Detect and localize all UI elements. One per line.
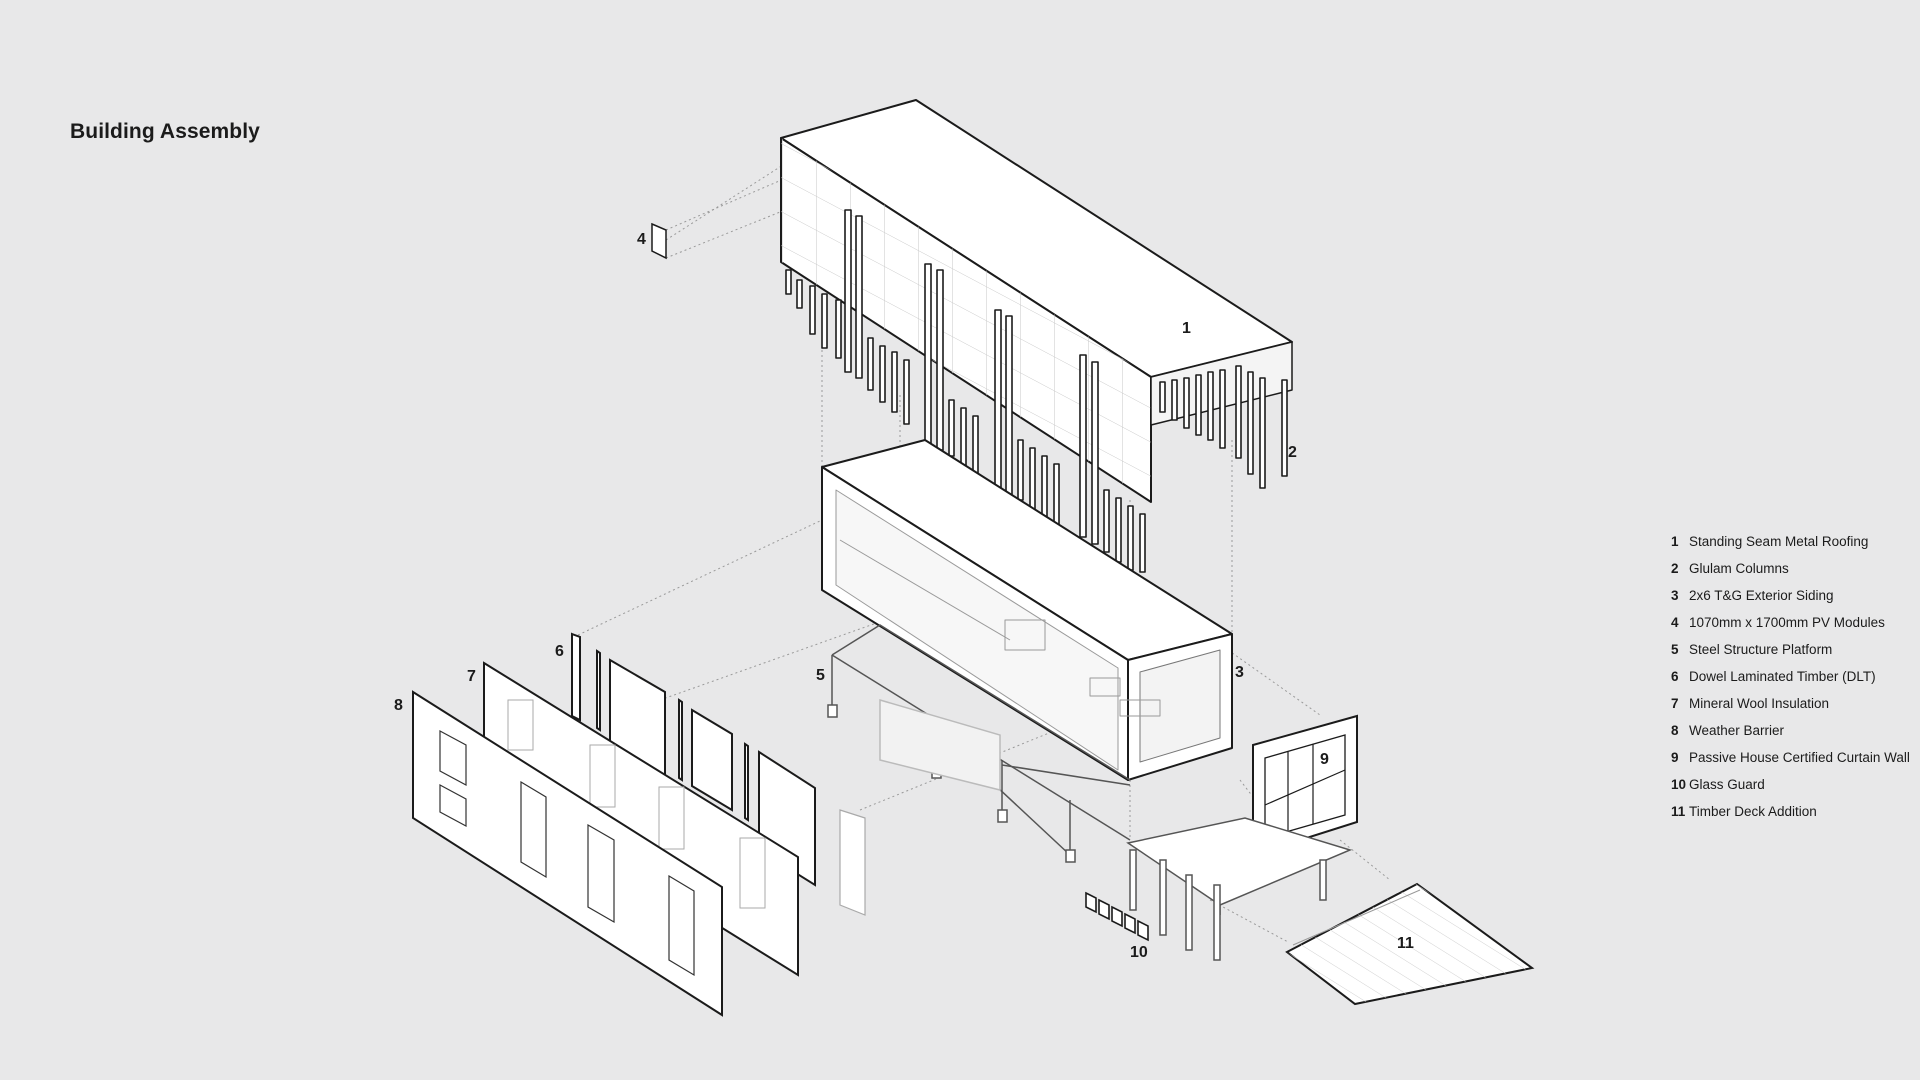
legend-number: 8 xyxy=(1671,723,1679,738)
legend-label: Glass Guard xyxy=(1689,777,1765,792)
roof-assembly xyxy=(780,99,1293,573)
deck-platform xyxy=(1126,817,1353,961)
glass-guard xyxy=(1085,891,1149,942)
pv-module xyxy=(651,222,667,260)
callout-11: 11 xyxy=(1397,935,1414,952)
legend-label: Timber Deck Addition xyxy=(1689,804,1817,819)
legend-label: Glulam Columns xyxy=(1689,561,1789,576)
legend-number: 6 xyxy=(1671,669,1679,684)
legend-number: 10 xyxy=(1671,777,1687,792)
legend-number: 3 xyxy=(1671,588,1679,603)
legend-item: 7 Mineral Wool Insulation xyxy=(1671,694,1911,715)
legend-label: Passive House Certified Curtain Wall xyxy=(1689,750,1910,765)
legend-number: 1 xyxy=(1671,534,1679,549)
legend-item: 4 1070mm x 1700mm PV Modules xyxy=(1671,613,1911,634)
callout-4: 4 xyxy=(637,231,646,248)
legend-item: 8 Weather Barrier xyxy=(1671,721,1911,742)
callout-9: 9 xyxy=(1320,751,1329,768)
legend-number: 11 xyxy=(1671,804,1686,819)
steel-platform xyxy=(827,624,1131,863)
legend-item: 5 Steel Structure Platform xyxy=(1671,640,1911,661)
legend-label: Standing Seam Metal Roofing xyxy=(1689,534,1869,549)
legend-label: Steel Structure Platform xyxy=(1689,642,1833,657)
diagram-title: Building Assembly xyxy=(70,120,260,143)
legend: 1 Standing Seam Metal Roofing 2 Glulam Col… xyxy=(1671,532,1911,829)
callout-8: 8 xyxy=(394,697,403,714)
legend-label: Mineral Wool Insulation xyxy=(1689,696,1830,711)
callout-7: 7 xyxy=(467,668,476,685)
legend-item: 2 Glulam Columns xyxy=(1671,559,1911,580)
callout-6: 6 xyxy=(555,643,564,660)
legend-number: 7 xyxy=(1671,696,1679,711)
timber-deck xyxy=(1285,882,1535,1006)
curtain-wall xyxy=(1252,714,1358,857)
legend-label: 1070mm x 1700mm PV Modules xyxy=(1689,615,1885,630)
legend-item: 9 Passive House Certified Curtain Wall xyxy=(1671,748,1911,769)
callout-5: 5 xyxy=(816,667,825,684)
callout-2: 2 xyxy=(1288,444,1297,461)
callout-1: 1 xyxy=(1182,320,1191,337)
end-wall-panel xyxy=(839,809,866,916)
legend-number: 4 xyxy=(1671,615,1679,630)
callout-3: 3 xyxy=(1235,664,1244,681)
legend-label: Weather Barrier xyxy=(1689,723,1785,738)
building-volume xyxy=(821,439,1233,781)
callout-10: 10 xyxy=(1130,944,1148,961)
legend-item: 1 Standing Seam Metal Roofing xyxy=(1671,532,1911,553)
legend-number: 5 xyxy=(1671,642,1679,657)
weather-barrier-panel xyxy=(412,690,723,1017)
legend-label: 2x6 T&G Exterior Siding xyxy=(1689,588,1834,603)
legend-number: 9 xyxy=(1671,750,1679,765)
legend-label: Dowel Laminated Timber (DLT) xyxy=(1689,669,1876,684)
legend-item: 6 Dowel Laminated Timber (DLT) xyxy=(1671,667,1911,688)
legend-number: 2 xyxy=(1671,561,1679,576)
legend-item: 3 2x6 T&G Exterior Siding xyxy=(1671,586,1911,607)
